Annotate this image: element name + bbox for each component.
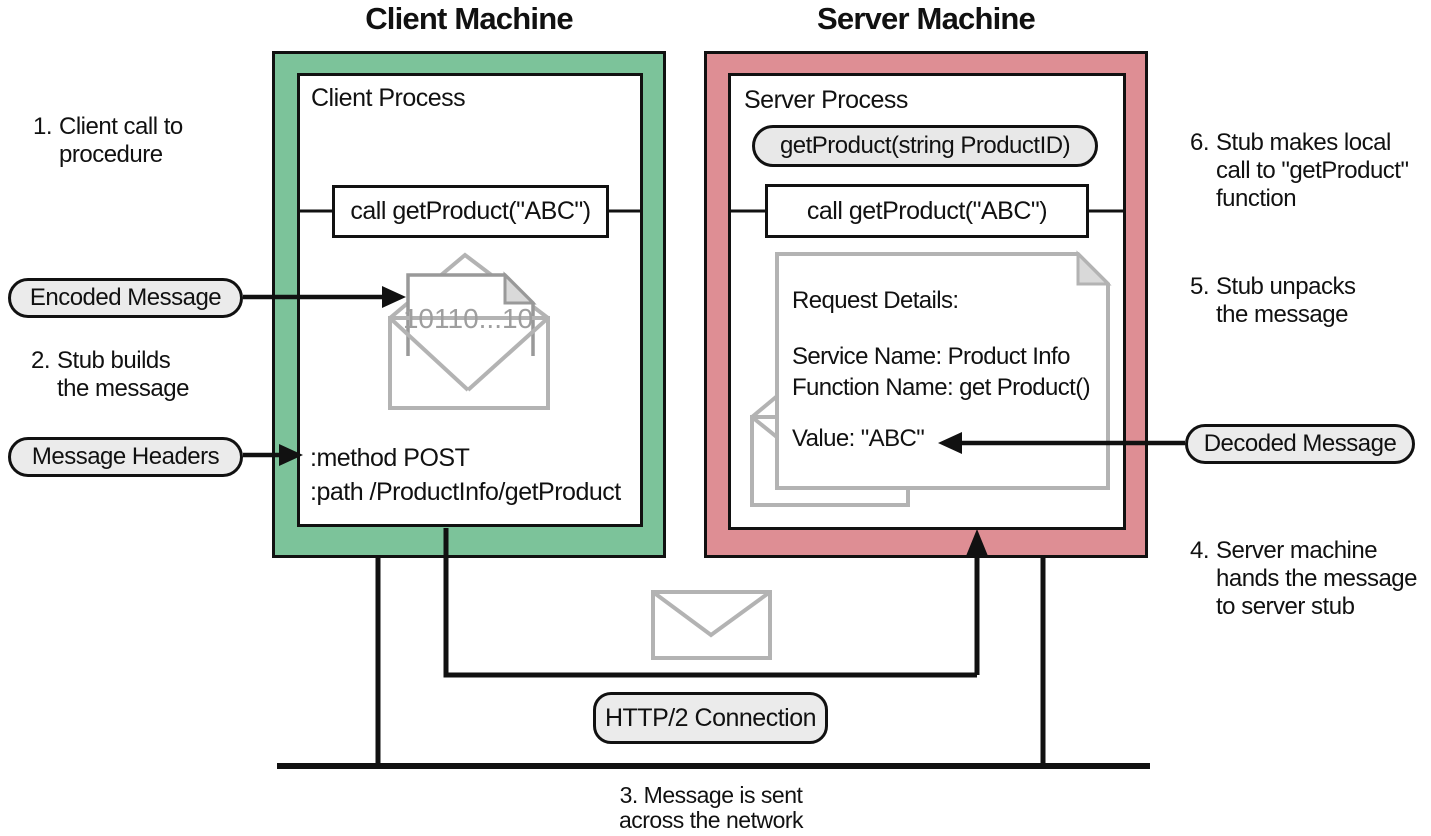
annotation-step-2: 2. Stub builds the message bbox=[31, 347, 189, 403]
request-details-heading: Request Details: bbox=[792, 287, 959, 314]
annotation-1-line-2: procedure bbox=[59, 141, 163, 168]
server-machine-title: Server Machine bbox=[817, 1, 1036, 36]
annotation-1-text: Client call to procedure bbox=[59, 113, 183, 169]
header-method-line: :method POST bbox=[310, 444, 470, 472]
server-function-pill: getProduct(string ProductID) bbox=[752, 125, 1098, 167]
annotation-3-line-1: 3. Message is sent bbox=[619, 782, 803, 808]
annotation-step-4: 4. Server machine hands the message to s… bbox=[1190, 537, 1417, 621]
annotation-6-line-2: call to "getProduct" bbox=[1216, 157, 1409, 184]
annotation-2-line-1: Stub builds bbox=[57, 347, 171, 374]
annotation-step-3: 3. Message is sent across the network bbox=[555, 783, 867, 833]
annotation-4-number: 4. bbox=[1190, 537, 1210, 564]
annotation-4-line-2: hands the message bbox=[1216, 565, 1417, 592]
annotation-5-text: Stub unpacks the message bbox=[1216, 273, 1356, 329]
binary-message-text: 10110...10 bbox=[402, 303, 534, 334]
message-headers-pill: Message Headers bbox=[8, 437, 243, 477]
annotation-2-text: Stub builds the message bbox=[57, 347, 189, 403]
value-line: Value: "ABC" bbox=[792, 425, 925, 452]
service-name-line: Service Name: Product Info bbox=[792, 343, 1070, 370]
annotation-2-line-2: the message bbox=[57, 375, 189, 402]
annotation-5-line-2: the message bbox=[1216, 301, 1348, 328]
function-name-line: Function Name: get Product() bbox=[792, 374, 1091, 401]
annotation-2-number: 2. bbox=[31, 347, 51, 374]
annotation-step-5: 5. Stub unpacks the message bbox=[1190, 273, 1356, 329]
message-headers-text: :method POST :path /ProductInfo/getProduc… bbox=[310, 441, 621, 509]
annotation-4-line-1: Server machine bbox=[1216, 537, 1378, 564]
annotation-6-line-1: Stub makes local bbox=[1216, 129, 1391, 156]
http2-connection-pill: HTTP/2 Connection bbox=[593, 692, 828, 744]
header-path-line: :path /ProductInfo/getProduct bbox=[310, 478, 621, 506]
annotation-4-text: Server machine hands the message to serv… bbox=[1216, 537, 1417, 621]
annotation-4-line-3: to server stub bbox=[1216, 593, 1355, 620]
annotation-6-number: 6. bbox=[1190, 129, 1210, 156]
annotation-6-line-3: function bbox=[1216, 185, 1297, 212]
annotation-5-number: 5. bbox=[1190, 273, 1210, 300]
client-machine-title: Client Machine bbox=[365, 1, 573, 36]
annotation-step-1: 1. Client call to procedure bbox=[33, 113, 183, 169]
server-call-box: call getProduct("ABC") bbox=[765, 184, 1089, 238]
client-call-box: call getProduct("ABC") bbox=[332, 185, 609, 238]
server-process-label: Server Process bbox=[744, 86, 908, 114]
annotation-3-line-2: across the network bbox=[618, 807, 804, 833]
annotation-1-number: 1. bbox=[33, 113, 53, 140]
annotation-1-line-1: Client call to bbox=[59, 113, 183, 140]
decoded-message-pill: Decoded Message bbox=[1185, 424, 1415, 464]
annotation-6-text: Stub makes local call to "getProduct" fu… bbox=[1216, 129, 1409, 213]
annotation-step-6: 6. Stub makes local call to "getProduct"… bbox=[1190, 129, 1409, 213]
encoded-message-pill: Encoded Message bbox=[8, 278, 243, 318]
annotation-5-line-1: Stub unpacks bbox=[1216, 273, 1356, 300]
client-process-label: Client Process bbox=[311, 84, 466, 112]
network-message-envelope-icon bbox=[651, 590, 772, 660]
